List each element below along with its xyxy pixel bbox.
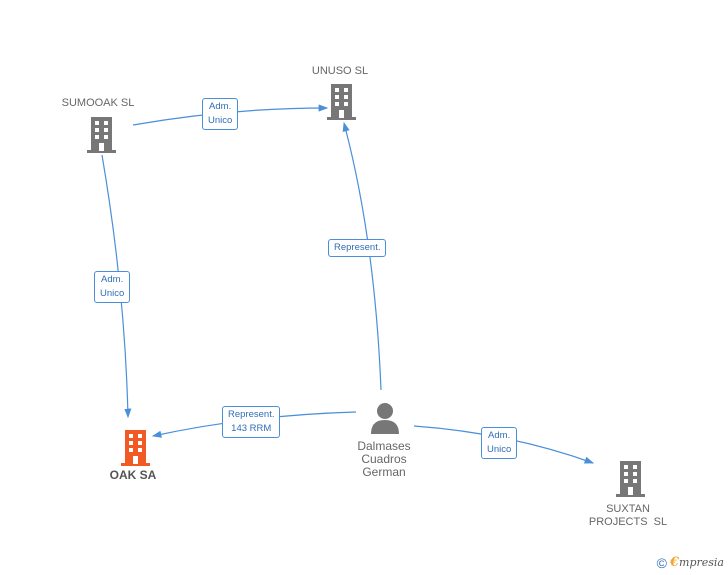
edge-label-sumooak-oak: Adm. Unico <box>94 271 131 303</box>
copyright-icon: © <box>656 555 667 571</box>
edge-label-person-suxtan: Adm. Unico <box>481 427 518 459</box>
edge-label-person-unuso: Represent. <box>328 239 387 257</box>
node-label-person: Dalmases Cuadros German <box>334 440 434 479</box>
edge-label-line: Adm. <box>101 274 124 285</box>
building-icon <box>121 430 150 466</box>
building-icon <box>327 84 356 120</box>
edge-label-line: Unico <box>208 115 233 126</box>
edge-label-sumooak-unuso: Adm. Unico <box>202 98 239 130</box>
node-label-unuso: UNUSO SL <box>311 65 369 77</box>
node-label-oak: OAK SA <box>109 468 157 482</box>
person-icon <box>371 403 399 434</box>
suxtan-label-line: PROJECTS SL <box>588 516 668 528</box>
edge-label-line: Adm. <box>488 430 511 441</box>
brand-initial: € <box>669 554 680 570</box>
edge-label-line: Represent. <box>228 409 275 420</box>
edge-label-person-oak: Represent. 143 RRM <box>222 406 281 438</box>
edge-label-line: 143 RRM <box>231 423 272 434</box>
person-name-line: Cuadros <box>361 452 407 466</box>
edge-label-line: Unico <box>100 288 125 299</box>
brand-name: mpresia <box>679 555 724 569</box>
suxtan-label-line: SUXTAN <box>606 503 650 515</box>
person-name-line: Dalmases <box>357 439 411 453</box>
edge-label-line: Represent. <box>334 242 381 253</box>
brand-logo: €mpresia <box>669 554 724 570</box>
footer-brand: © €mpresia <box>657 555 724 571</box>
edge-label-line: Adm. <box>209 101 232 112</box>
node-label-suxtan: SUXTAN PROJECTS SL <box>578 503 678 529</box>
person-name-line: German <box>362 465 406 479</box>
edge-label-line: Unico <box>487 444 512 455</box>
building-icon <box>616 461 645 497</box>
building-icon <box>87 117 116 153</box>
node-label-sumooak: SUMOOAK SL <box>61 97 135 109</box>
